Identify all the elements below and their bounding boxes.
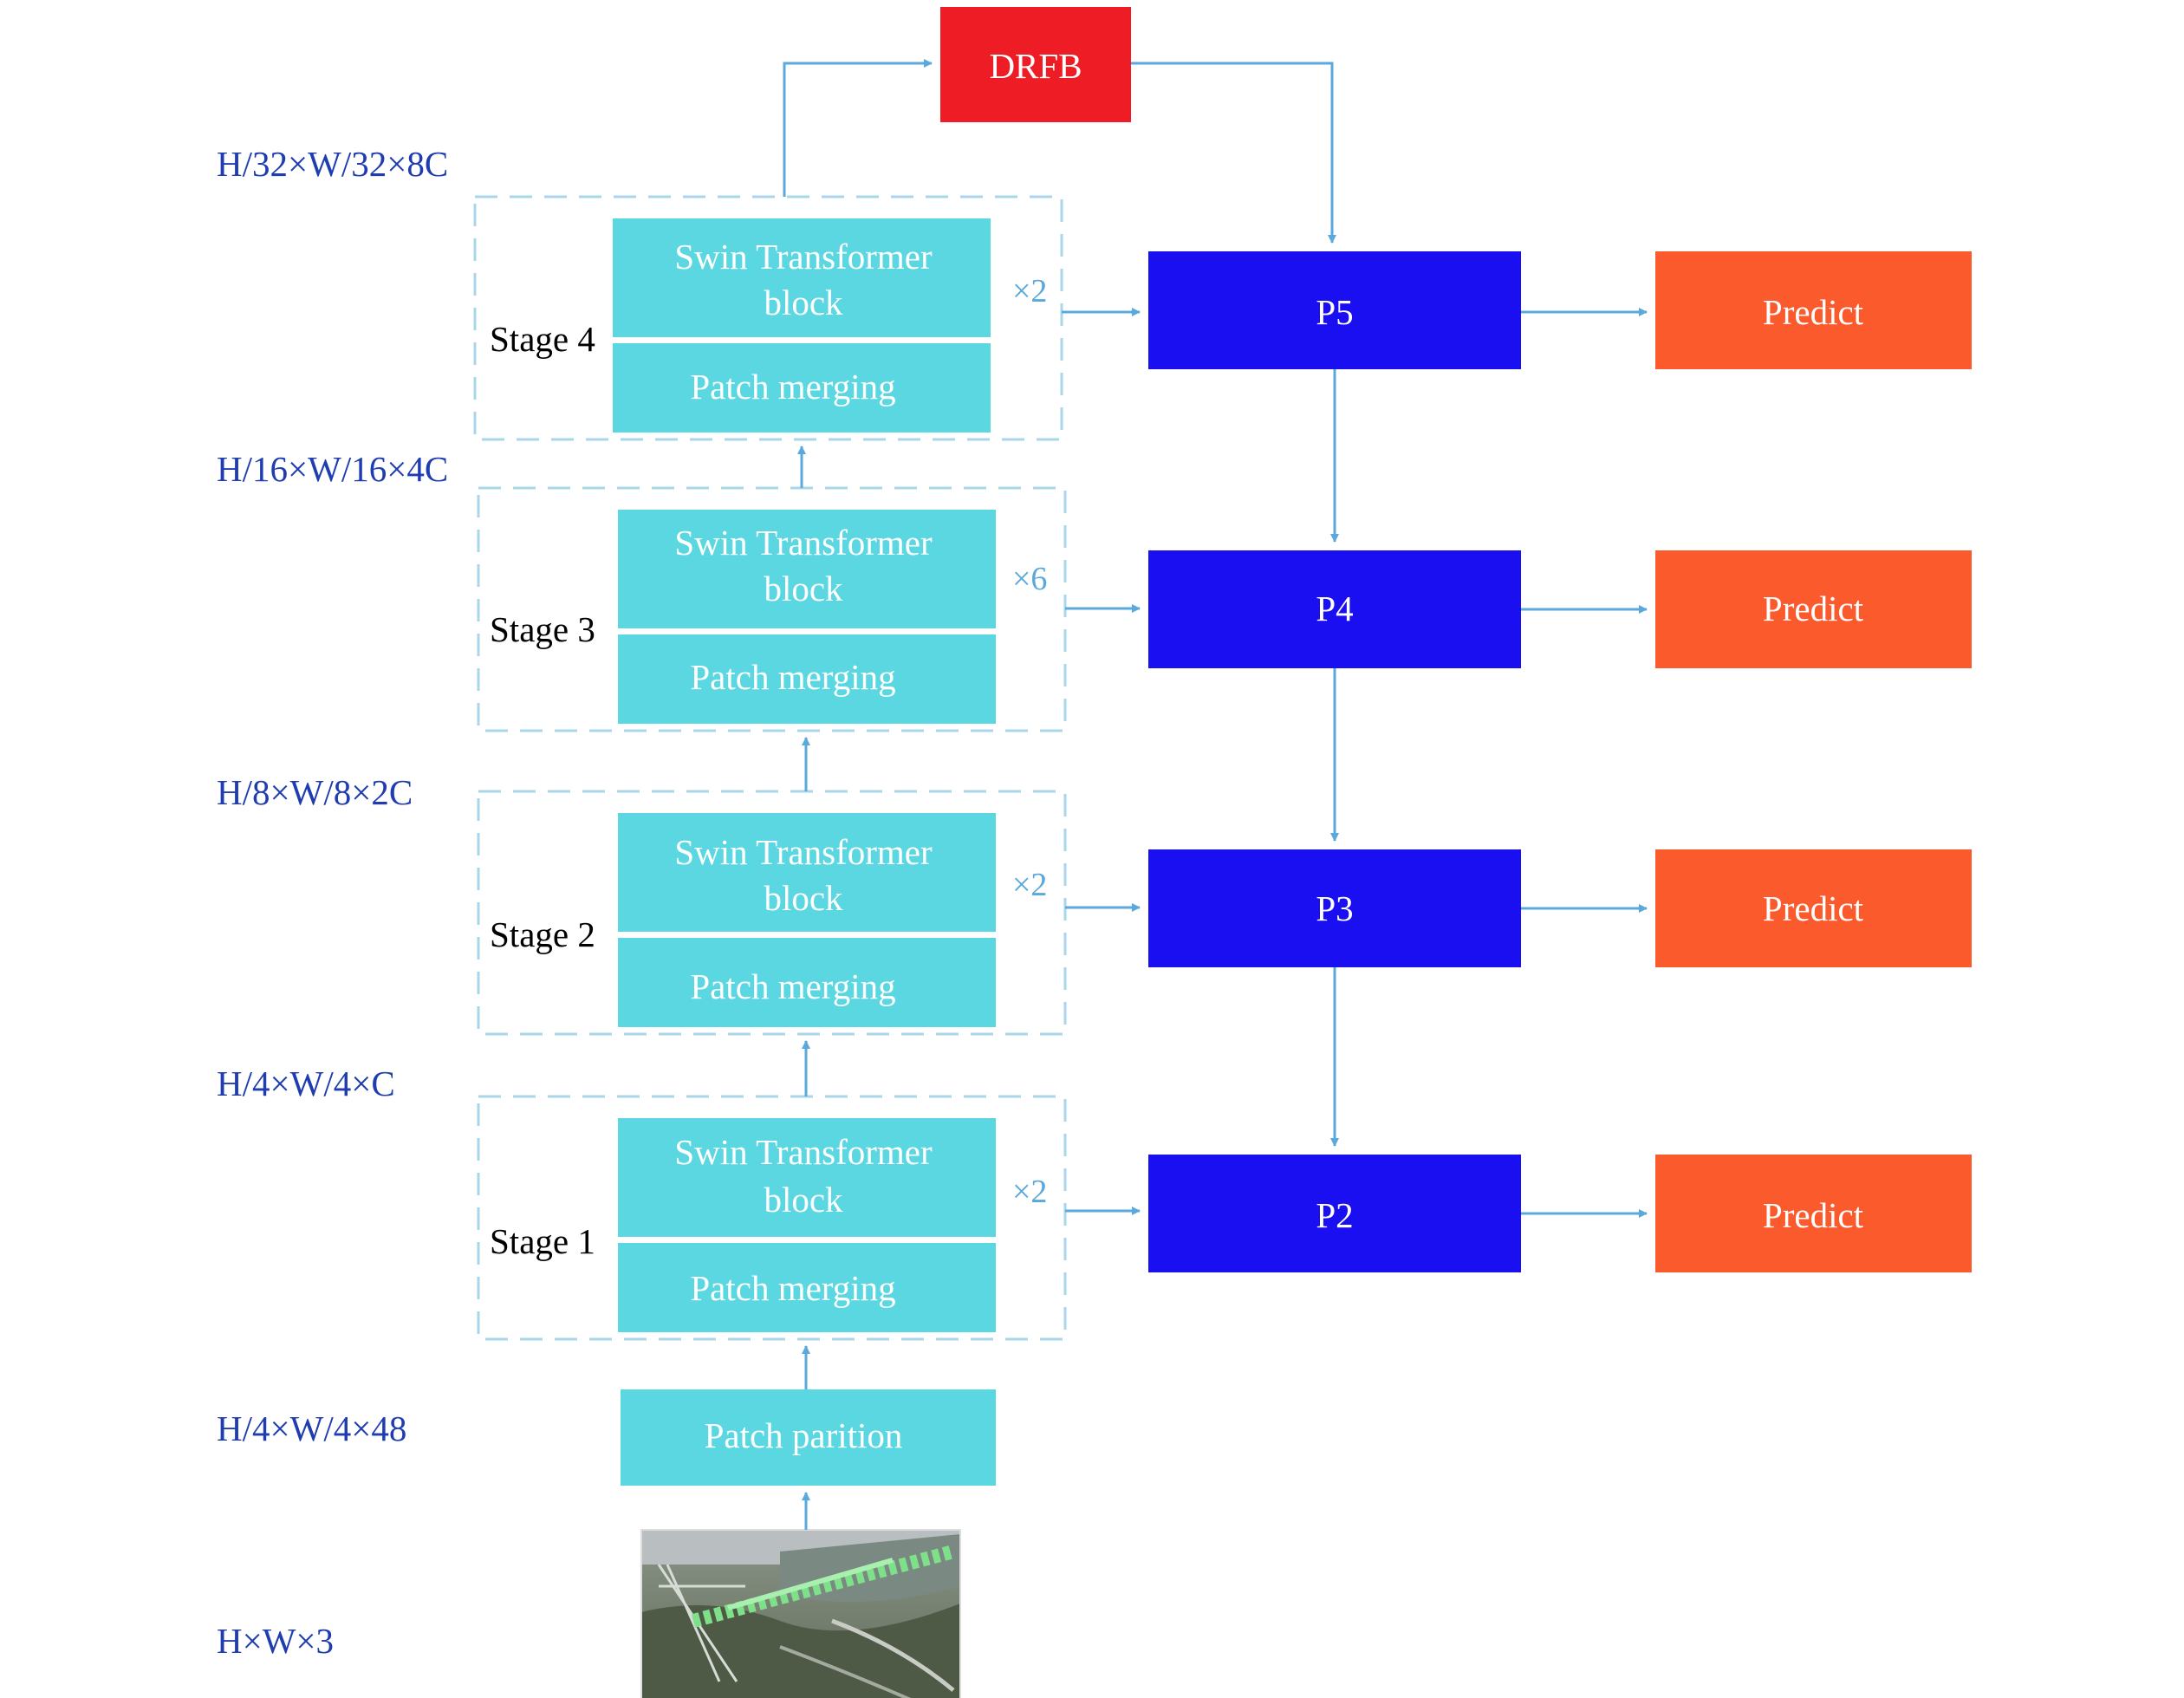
patch-partition-label: Patch parition bbox=[705, 1415, 903, 1455]
stage-3-swin-line2: block bbox=[764, 569, 843, 608]
predict-box-p5 bbox=[1655, 251, 1972, 369]
predict-label-p5: Predict bbox=[1763, 292, 1864, 332]
stage-2-swin-block bbox=[618, 813, 996, 932]
dim-label-stage2: H/8×W/8×2C bbox=[217, 772, 413, 812]
arrow-stage4-to-drfb bbox=[783, 59, 933, 197]
dim-label-stage4: H/32×W/32×8C bbox=[217, 144, 448, 184]
stage-1-multiplier: ×2 bbox=[1012, 1174, 1047, 1210]
predict-label-p4: Predict bbox=[1763, 589, 1864, 628]
stage-3-swin-line1: Swin Transformer bbox=[674, 523, 933, 563]
predict-label-p2: Predict bbox=[1763, 1195, 1864, 1235]
stage-3-multiplier: ×6 bbox=[1012, 561, 1047, 597]
p5-box bbox=[1148, 251, 1521, 369]
stage-1-group: Swin Transformer block Patch merging Sta… bbox=[477, 1095, 1067, 1341]
stage-2-dashed-frame bbox=[477, 790, 1067, 1036]
input-image bbox=[640, 1529, 961, 1698]
stage-4-dashed-frame bbox=[473, 195, 1063, 441]
p3-label: P3 bbox=[1316, 888, 1353, 928]
stage-1-swin-line2: block bbox=[764, 1180, 843, 1220]
stage-3-patch-merging bbox=[618, 634, 996, 724]
stage-4-label: Stage 4 bbox=[490, 319, 595, 359]
stage-4-swin-block bbox=[613, 218, 991, 337]
stage-2-multiplier: ×2 bbox=[1012, 867, 1047, 903]
stage-2-swin-line1: Swin Transformer bbox=[674, 832, 933, 872]
p3-box bbox=[1148, 849, 1521, 967]
drfb-label: DRFB bbox=[989, 46, 1082, 86]
stage-2-patch-merging-label: Patch merging bbox=[690, 966, 895, 1006]
stage-1-swin-block bbox=[618, 1118, 996, 1237]
stage-2-label: Stage 2 bbox=[490, 914, 595, 954]
predict-box-p2 bbox=[1655, 1155, 1972, 1272]
stage-4-patch-merging-label: Patch merging bbox=[690, 367, 895, 407]
arrow-drfb-to-p5 bbox=[1131, 62, 1336, 244]
stage-2-group: Swin Transformer block Patch merging Sta… bbox=[477, 790, 1067, 1036]
drfb-box bbox=[940, 7, 1131, 122]
stage-3-swin-block bbox=[618, 510, 996, 628]
stage-1-dashed-frame bbox=[477, 1095, 1067, 1341]
predict-box-p3 bbox=[1655, 849, 1972, 967]
dim-label-stage3: H/16×W/16×4C bbox=[217, 449, 448, 489]
p4-box bbox=[1148, 550, 1521, 668]
dim-label-patch-partition: H/4×W/4×48 bbox=[217, 1408, 406, 1448]
p2-label: P2 bbox=[1316, 1195, 1353, 1235]
p2-box bbox=[1148, 1155, 1521, 1272]
stage-1-patch-merging-label: Patch merging bbox=[690, 1268, 895, 1308]
dim-label-stage1: H/4×W/4×C bbox=[217, 1064, 395, 1103]
p5-label: P5 bbox=[1316, 292, 1353, 332]
predict-box-p4 bbox=[1655, 550, 1972, 668]
stage-1-patch-merging bbox=[618, 1243, 996, 1332]
stage-4-multiplier: ×2 bbox=[1012, 273, 1047, 309]
predict-label-p3: Predict bbox=[1763, 888, 1864, 928]
dim-label-input: H×W×3 bbox=[217, 1621, 334, 1661]
p4-label: P4 bbox=[1316, 589, 1353, 628]
stage-1-label: Stage 1 bbox=[490, 1221, 595, 1261]
stage-2-swin-line2: block bbox=[764, 878, 843, 918]
stage-4-patch-merging bbox=[613, 343, 991, 433]
stage-3-label: Stage 3 bbox=[490, 609, 595, 649]
stage-4-swin-line2: block bbox=[764, 283, 843, 322]
stage-4-group: Swin Transformer block Patch merging Sta… bbox=[473, 195, 1063, 441]
patch-partition-box bbox=[621, 1389, 996, 1486]
stage-2-patch-merging bbox=[618, 938, 996, 1027]
stage-1-swin-line1: Swin Transformer bbox=[674, 1132, 933, 1172]
stage-3-patch-merging-label: Patch merging bbox=[690, 657, 895, 697]
stage-3-group: Swin Transformer block Patch merging Sta… bbox=[477, 486, 1067, 732]
stage-4-swin-line1: Swin Transformer bbox=[674, 237, 933, 276]
